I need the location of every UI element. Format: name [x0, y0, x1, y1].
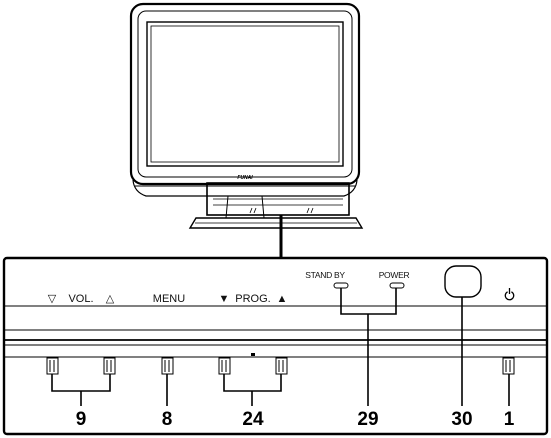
vol-down-symbol: ▽ — [48, 293, 57, 305]
prog-down-button[interactable] — [218, 357, 231, 375]
menu-label: MENU — [153, 293, 185, 305]
prog-up-button[interactable] — [275, 357, 288, 375]
callout-leaders — [51, 288, 510, 406]
vol-label: VOL. — [68, 293, 93, 305]
vol-up-button[interactable] — [103, 357, 116, 375]
tv-brand-logo: FUNAI — [237, 175, 253, 181]
callout-1: 1 — [504, 409, 515, 430]
standby-label: STAND BY — [305, 270, 345, 280]
callout-30: 30 — [451, 409, 472, 430]
tv-bezel — [129, 2, 361, 186]
prog-up-symbol: ▲ — [277, 293, 288, 305]
prog-label: PROG. — [235, 293, 270, 305]
tv-stand — [188, 217, 364, 229]
zoomed-control-panel — [2, 256, 549, 436]
vol-up-symbol: △ — [106, 293, 115, 305]
power-button[interactable] — [502, 357, 515, 375]
control-area-highlight — [206, 182, 350, 216]
callout-9: 9 — [76, 409, 87, 430]
power-led-label: POWER — [379, 270, 410, 280]
remote-sensor — [444, 265, 482, 298]
standby-indicator — [333, 282, 349, 289]
prog-down-symbol: ▼ — [219, 293, 230, 305]
vol-down-button[interactable] — [46, 357, 59, 375]
callout-8: 8 — [162, 409, 173, 430]
callout-24: 24 — [242, 409, 264, 430]
power-icon — [504, 288, 515, 301]
callout-29: 29 — [357, 409, 378, 430]
power-indicator — [389, 282, 405, 289]
tv-illustration: FUNAI — [129, 2, 364, 229]
menu-button[interactable] — [161, 357, 174, 375]
tv-screen — [146, 21, 344, 167]
